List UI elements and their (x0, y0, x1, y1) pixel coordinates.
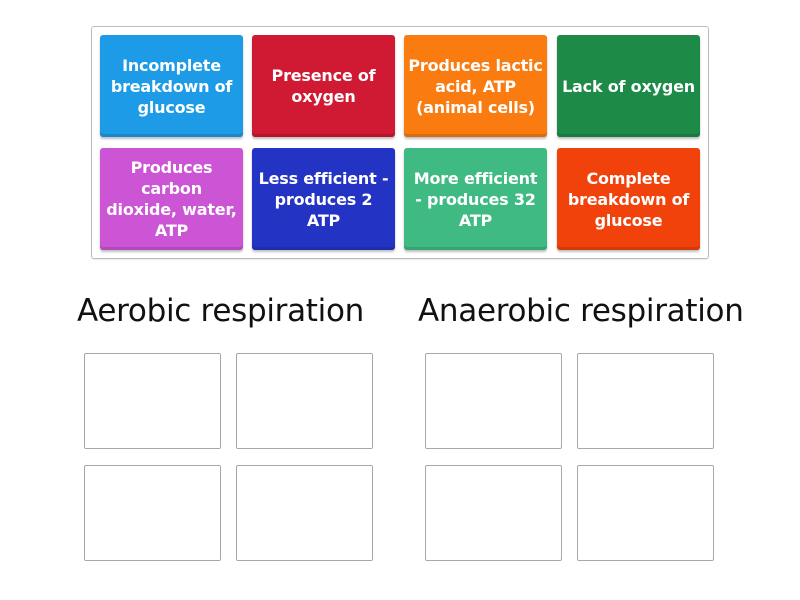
drop-slot-anaerobic-3[interactable] (425, 465, 562, 561)
card-complete-breakdown[interactable]: Complete breakdown of glucose (557, 148, 700, 250)
card-carbon-dioxide[interactable]: Produces carbon dioxide, water, ATP (100, 148, 243, 250)
card-more-efficient[interactable]: More efficient - produces 32 ATP (404, 148, 547, 250)
card-label: Incomplete breakdown of glucose (110, 55, 233, 117)
card-incomplete-breakdown[interactable]: Incomplete breakdown of glucose (100, 35, 243, 137)
drop-slot-aerobic-3[interactable] (84, 465, 221, 561)
card-label: More efficient - produces 32 ATP (413, 168, 538, 230)
card-label: Presence of oxygen (271, 66, 376, 106)
group-title-aerobic: Aerobic respiration (77, 293, 364, 329)
card-presence-of-oxygen[interactable]: Presence of oxygen (252, 35, 395, 137)
drop-slot-anaerobic-1[interactable] (425, 353, 562, 449)
card-lactic-acid[interactable]: Produces lactic acid, ATP (animal cells) (404, 35, 547, 137)
drop-slot-anaerobic-2[interactable] (577, 353, 714, 449)
card-label: Lack of oxygen (562, 76, 695, 96)
card-label: Produces carbon dioxide, water, ATP (106, 158, 237, 240)
drop-slot-aerobic-2[interactable] (236, 353, 373, 449)
card-label: Less efficient - produces 2 ATP (258, 168, 389, 230)
drop-slot-aerobic-4[interactable] (236, 465, 373, 561)
group-title-anaerobic: Anaerobic respiration (418, 293, 744, 329)
drop-slot-aerobic-1[interactable] (84, 353, 221, 449)
drop-slot-anaerobic-4[interactable] (577, 465, 714, 561)
card-lack-of-oxygen[interactable]: Lack of oxygen (557, 35, 700, 137)
card-less-efficient[interactable]: Less efficient - produces 2 ATP (252, 148, 395, 250)
card-label: Complete breakdown of glucose (567, 168, 690, 230)
card-label: Produces lactic acid, ATP (animal cells) (408, 55, 543, 117)
